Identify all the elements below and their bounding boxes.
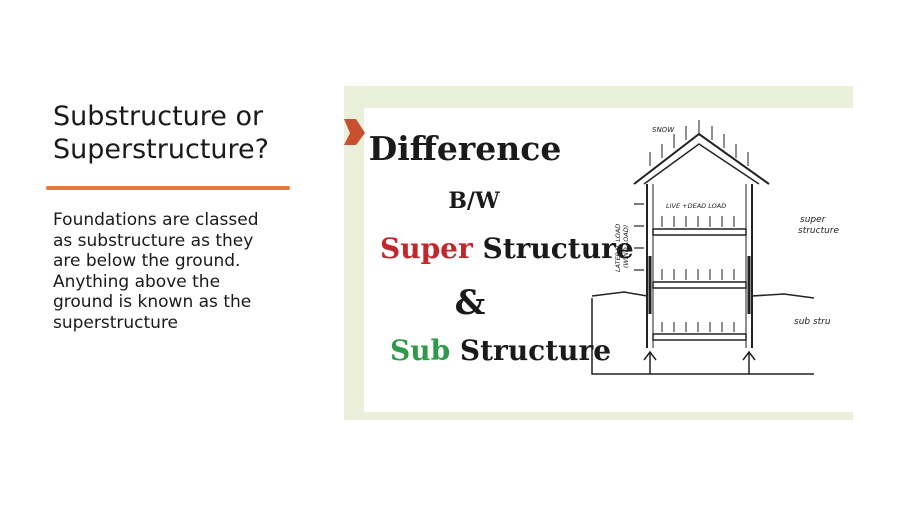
floor-slab-3	[652, 333, 747, 341]
building-sketch	[591, 120, 815, 375]
slide-title: Substructure or Superstructure?	[53, 100, 323, 166]
super-structure-line: Super Structure	[380, 232, 634, 265]
picture-ampersand: &	[455, 283, 486, 323]
body-line: Foundations are classed	[53, 210, 259, 230]
body-line: superstructure	[53, 312, 179, 333]
body-line: Anything above the	[53, 271, 221, 292]
body-line: as substructure as they	[53, 230, 254, 251]
body-text: Foundations are classed as substructure …	[53, 210, 298, 333]
snow-label: SNOW	[652, 126, 675, 134]
title-line-2: Superstructure?	[53, 134, 269, 165]
floor-slab-1	[652, 228, 747, 236]
sub-structure-line: Sub Structure	[390, 334, 611, 367]
arrow-marker-icon	[344, 119, 365, 145]
wind-load-label: (WIND LOAD)	[622, 225, 630, 268]
super-word: Super	[380, 232, 474, 265]
picture-board	[364, 108, 853, 412]
lateral-load-arrows	[634, 203, 644, 271]
picture-canvas: Difference B/W Super Structure & Sub Str…	[344, 108, 853, 412]
difference-picture: Difference B/W Super Structure & Sub Str…	[344, 86, 853, 420]
sub-word: Sub	[390, 334, 450, 367]
picture-heading: Difference	[369, 129, 562, 168]
structure-label: structure	[798, 226, 840, 236]
sub-structure-word: Structure	[460, 334, 611, 367]
ground-line-left	[591, 291, 648, 297]
live-dead-load-label: LIVE +DEAD LOAD	[666, 202, 726, 210]
title-accent-rule	[46, 186, 290, 190]
floor-load-arrows	[661, 216, 735, 332]
roof-inner	[643, 143, 760, 185]
body-line: ground is known as the	[53, 292, 252, 312]
foundation-arrows	[643, 350, 756, 374]
sub-structure-label: sub stru	[794, 317, 831, 327]
structure-word: Structure	[482, 232, 633, 265]
body-line: are below the ground.	[53, 251, 241, 271]
floor-slab-2	[652, 281, 747, 289]
lateral-load-label: LATERAL LOAD	[614, 224, 622, 272]
picture-bw: B/W	[448, 188, 500, 214]
snow-load-arrows	[649, 120, 749, 166]
super-label: super	[800, 215, 827, 225]
substructure-box	[591, 298, 814, 375]
title-line-1: Substructure or	[53, 101, 264, 132]
ground-line-right	[751, 293, 815, 299]
